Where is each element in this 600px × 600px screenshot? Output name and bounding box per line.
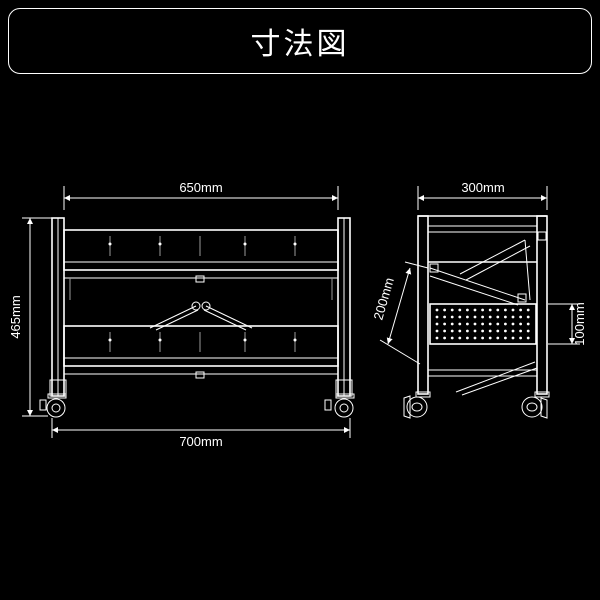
upper-shelf bbox=[63, 229, 339, 300]
perforation-dot bbox=[496, 308, 500, 312]
perforation-dot bbox=[435, 329, 439, 333]
perforation-dot bbox=[473, 315, 477, 319]
perforation-dot bbox=[496, 315, 500, 319]
perforation-dot bbox=[450, 308, 454, 312]
page-title: 寸法図 bbox=[250, 27, 350, 62]
title-box: 寸法図 bbox=[8, 8, 592, 74]
dim-label-300: 300mm bbox=[461, 180, 504, 195]
perforation-dot bbox=[519, 308, 522, 312]
perforation-dot bbox=[526, 308, 530, 312]
perforation-dot bbox=[488, 329, 492, 333]
dim-front-width-top: 650mm bbox=[63, 180, 339, 210]
perforation-dot bbox=[504, 322, 507, 326]
perforation-dot bbox=[435, 308, 439, 312]
dim-label-700: 700mm bbox=[179, 434, 222, 449]
perforation-dot bbox=[450, 315, 454, 319]
dim-side-diagonal: 200mm bbox=[370, 261, 429, 365]
perforation-dot bbox=[504, 329, 507, 333]
perforation-dot bbox=[481, 308, 484, 312]
perforation-dot bbox=[504, 315, 507, 319]
dim-side-panel: 100mm bbox=[548, 302, 587, 346]
dim-label-465: 465mm bbox=[8, 295, 23, 338]
perforation-dot bbox=[473, 308, 477, 312]
dim-front-width-bottom: 700mm bbox=[51, 418, 351, 449]
dim-label-200: 200mm bbox=[370, 276, 396, 322]
perforation-dot bbox=[443, 336, 446, 340]
side-caster-left bbox=[403, 391, 431, 419]
perforation-dot bbox=[511, 329, 515, 333]
perforation-dot bbox=[519, 329, 522, 333]
perforation-dot bbox=[458, 329, 462, 333]
perforation-dot bbox=[526, 322, 530, 326]
perforation-dots bbox=[435, 308, 530, 340]
perforation-dot bbox=[443, 315, 446, 319]
front-caster-right bbox=[324, 393, 355, 418]
perforation-dot bbox=[473, 329, 477, 333]
side-frame bbox=[417, 215, 548, 395]
perforation-dot bbox=[458, 315, 462, 319]
perforation-dot bbox=[511, 315, 515, 319]
perforation-dot bbox=[458, 322, 462, 326]
perforation-dot bbox=[488, 315, 492, 319]
lower-shelf bbox=[63, 325, 339, 379]
side-diagonal-brace bbox=[429, 239, 538, 396]
perforation-dot bbox=[496, 329, 500, 333]
perforation-dot bbox=[496, 322, 500, 326]
perforation-dot bbox=[458, 308, 462, 312]
perforation-dot bbox=[435, 322, 439, 326]
side-caster-right bbox=[521, 391, 550, 419]
perforation-dot bbox=[450, 329, 454, 333]
front-frame bbox=[49, 217, 353, 397]
perforation-dot bbox=[450, 336, 454, 340]
perforation-dot bbox=[481, 336, 484, 340]
dim-side-depth: 300mm bbox=[417, 180, 548, 210]
dim-label-100: 100mm bbox=[572, 302, 587, 345]
front-view: 650mm 465mm 700mm bbox=[8, 180, 355, 449]
perforation-dot bbox=[443, 322, 446, 326]
perforation-dot bbox=[511, 336, 515, 340]
perforation-dot bbox=[466, 322, 469, 326]
perforation-dot bbox=[504, 308, 507, 312]
perforation-dot bbox=[488, 308, 492, 312]
perforation-dot bbox=[443, 308, 446, 312]
perforation-dot bbox=[450, 322, 454, 326]
perforation-dot bbox=[458, 336, 462, 340]
perforation-dot bbox=[473, 336, 477, 340]
perforation-dot bbox=[435, 315, 439, 319]
perforation-dot bbox=[435, 336, 439, 340]
perforation-dot bbox=[466, 315, 469, 319]
perforation-dot bbox=[466, 308, 469, 312]
perforation-dot bbox=[473, 322, 477, 326]
dim-label-650: 650mm bbox=[179, 180, 222, 195]
perforation-dot bbox=[496, 336, 500, 340]
perforation-dot bbox=[481, 315, 484, 319]
front-caster-left bbox=[39, 393, 67, 418]
perforation-dot bbox=[526, 315, 530, 319]
side-view: 300mm bbox=[370, 180, 587, 419]
side-perforated-panel bbox=[429, 303, 537, 345]
perforation-dot bbox=[526, 336, 530, 340]
perforation-dot bbox=[488, 322, 492, 326]
perforation-dot bbox=[511, 322, 515, 326]
perforation-dot bbox=[481, 329, 484, 333]
perforation-dot bbox=[481, 322, 484, 326]
perforation-dot bbox=[519, 315, 522, 319]
perforation-dot bbox=[519, 322, 522, 326]
perforation-dot bbox=[466, 336, 469, 340]
perforation-dot bbox=[519, 336, 522, 340]
dim-front-height: 465mm bbox=[8, 217, 60, 417]
perforation-dot bbox=[488, 336, 492, 340]
perforation-dot bbox=[443, 329, 446, 333]
perforation-dot bbox=[511, 308, 515, 312]
perforation-dot bbox=[504, 336, 507, 340]
perforation-dot bbox=[466, 329, 469, 333]
perforation-dot bbox=[526, 329, 530, 333]
